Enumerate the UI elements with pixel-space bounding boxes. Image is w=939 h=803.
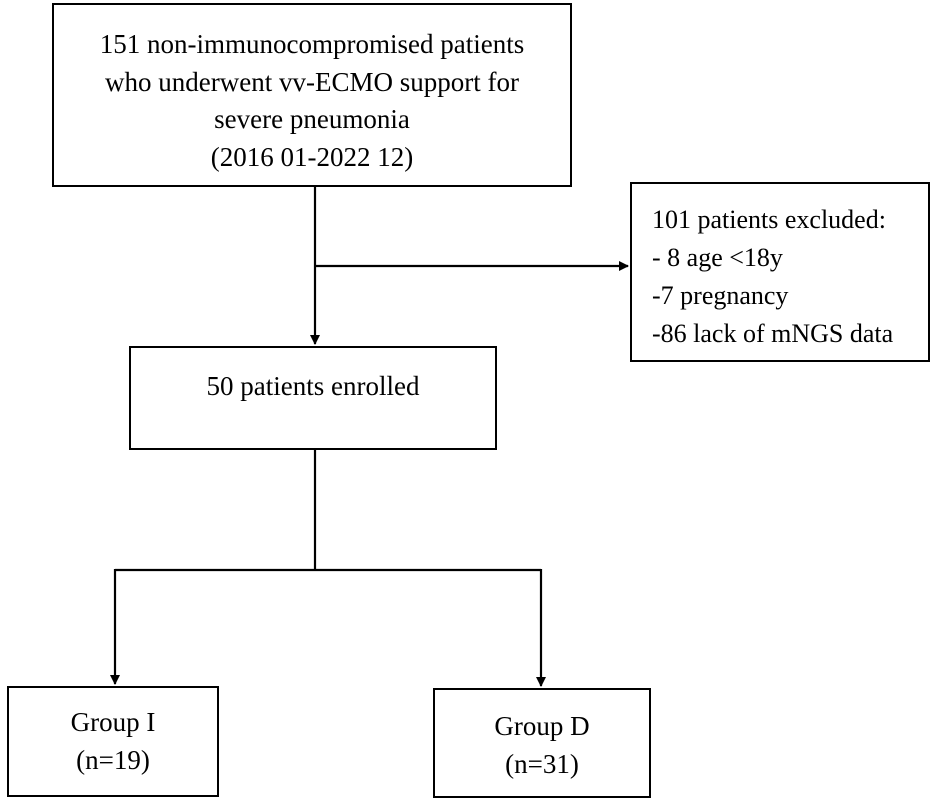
excluded-patients-box: 101 patients excluded: - 8 age <18y -7 p…: [630, 182, 930, 362]
excluded-reason-mngs: -86 lack of mNGS data: [652, 319, 894, 348]
initial-cohort-line-4: (2016 01-2022 12): [210, 141, 414, 172]
initial-cohort-line-1: 151 non-immunocompromised patients: [99, 29, 525, 59]
group-d-count: (n=31): [505, 749, 579, 779]
group-i-name: Group I: [70, 707, 156, 737]
excluded-reason-age: - 8 age <18y: [652, 243, 783, 272]
initial-cohort-box: 151 non-immunocompromised patients who u…: [52, 3, 572, 187]
excluded-reason-pregnancy: -7 pregnancy: [652, 281, 789, 310]
initial-cohort-line-3: severe pneumonia: [214, 104, 410, 134]
group-d-name: Group D: [494, 711, 590, 741]
group-i-count: (n=19): [76, 745, 150, 775]
enrolled-label: 50 patients enrolled: [206, 371, 420, 401]
group-d-box: Group D (n=31): [433, 688, 651, 798]
initial-cohort-line-2: who underwent vv-ECMO support for: [105, 66, 519, 97]
enrolled-patients-box: 50 patients enrolled: [129, 346, 497, 450]
excluded-title: 101 patients excluded:: [652, 205, 886, 234]
group-i-box: Group I (n=19): [7, 686, 219, 797]
